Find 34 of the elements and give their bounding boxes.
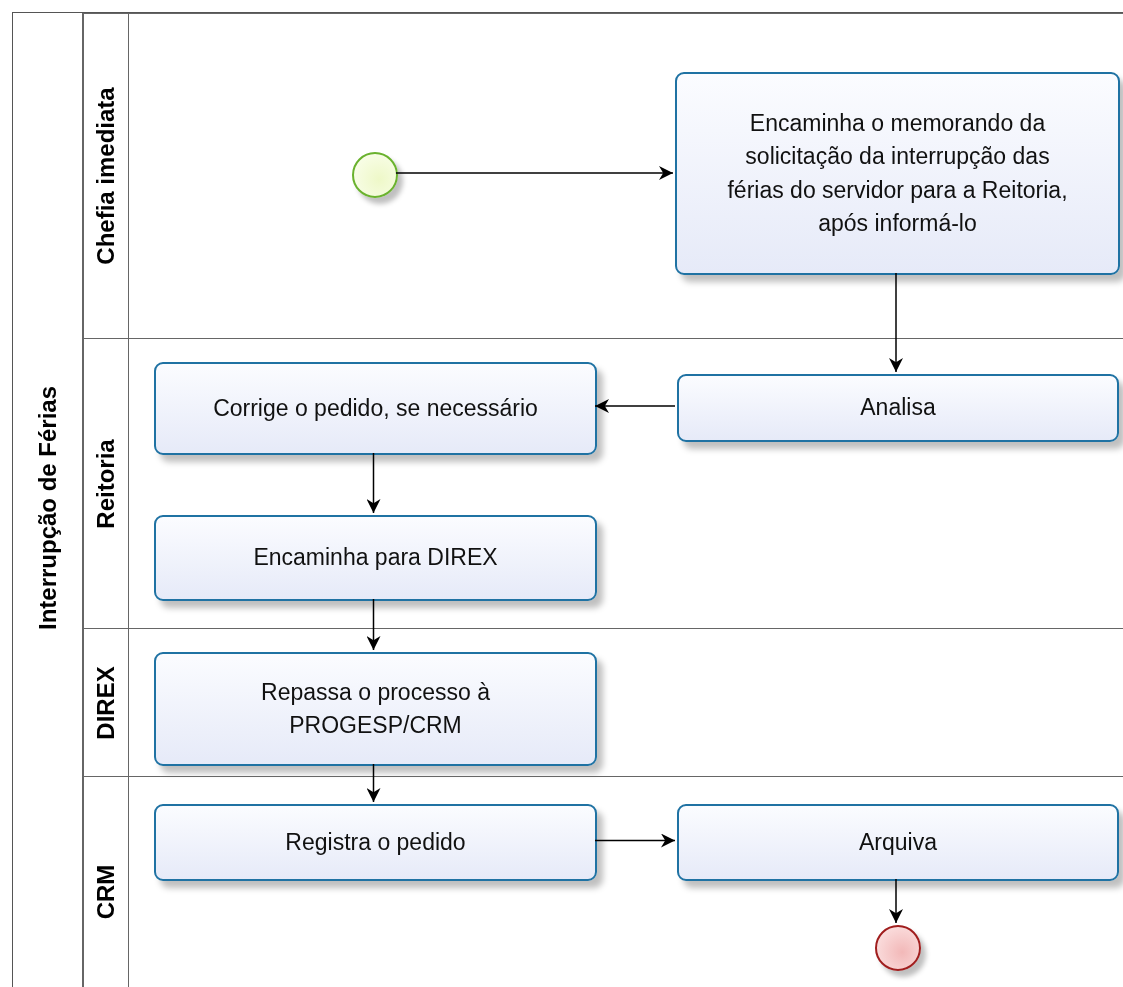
lane-label: Reitoria (92, 438, 120, 529)
arrow (889, 272, 903, 373)
task-box (677, 804, 1119, 881)
arrow (594, 399, 676, 413)
lane-label: DIREX (92, 665, 120, 740)
task-box (154, 652, 597, 766)
task-box (154, 804, 597, 881)
swimlane (83, 338, 1123, 628)
arrow (366, 598, 381, 651)
swimlane (83, 13, 1123, 338)
task-label: Registra o pedido (285, 827, 466, 857)
task-label: Repassa o processo à PROGESP/CRM (260, 677, 491, 740)
pool-label: Interrupção de Férias (33, 385, 62, 630)
task-box (675, 72, 1120, 275)
arrow (594, 833, 676, 848)
task-box (154, 362, 597, 455)
arrow (366, 452, 381, 514)
start-event-circle (352, 152, 398, 198)
arrow (366, 763, 381, 803)
end-event-circle (875, 925, 921, 971)
pool (12, 12, 1123, 987)
task-label: Analisa (860, 393, 936, 423)
task-label: Encaminha para DIREX (253, 543, 498, 573)
lane-label: CRM (92, 864, 120, 919)
task-box (677, 374, 1119, 442)
swimlane (83, 628, 1123, 776)
arrow (889, 878, 903, 924)
arrow (395, 166, 674, 180)
task-label: Arquiva (859, 827, 937, 857)
swimlane (83, 776, 1123, 987)
task-label: Corrige o pedido, se necessário (213, 393, 538, 423)
task-box (154, 515, 597, 601)
lane-label: Chefia imediata (92, 87, 120, 265)
task-label: Encaminha o memorando da solicitação da interrupção das férias do servidor para a Reitoria, após informá-lo (726, 108, 1069, 238)
